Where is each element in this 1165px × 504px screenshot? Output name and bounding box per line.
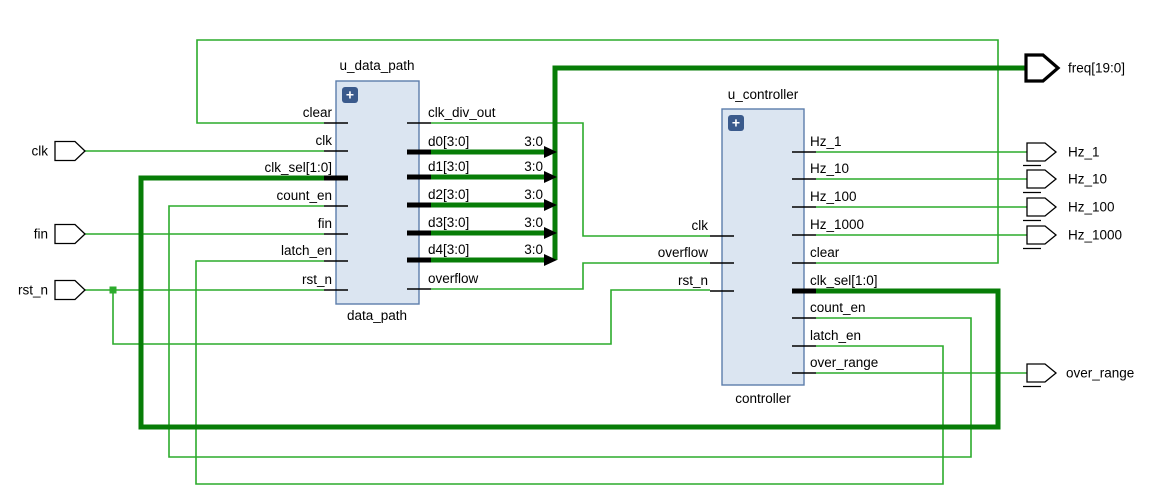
expand-button-data-path[interactable]	[342, 87, 358, 103]
net-overflow[interactable]	[431, 262, 710, 290]
bus-merge-arrow-icon	[544, 199, 557, 211]
pin-label: rst_n	[302, 272, 332, 287]
pin-label: d1[3:0]	[428, 159, 469, 174]
pin-label: over_range	[810, 355, 878, 370]
pin-label: overflow	[658, 245, 709, 260]
block-controller[interactable]	[721, 108, 805, 386]
net-count-en[interactable]	[168, 205, 972, 458]
bus-merge-arrow-icon	[544, 254, 557, 266]
port-label-clk: clk	[32, 144, 49, 159]
pin-label: d2[3:0]	[428, 187, 469, 202]
bus-freq[interactable]	[552, 65, 1026, 260]
pin-label: Hz_10	[810, 161, 849, 176]
pin-label: rst_n	[678, 273, 708, 288]
pin-label: latch_en	[281, 243, 332, 258]
port-clk[interactable]	[54, 140, 86, 162]
bus-width-tag: 3:0	[524, 159, 543, 174]
bus-merge-arrow-icon	[544, 171, 557, 183]
plus-icon: +	[732, 115, 740, 131]
port-rst-n[interactable]	[54, 279, 86, 301]
port-fin[interactable]	[54, 223, 86, 245]
pin-label: count_en	[810, 300, 866, 315]
port-freq[interactable]	[1024, 53, 1061, 83]
bus-width-tag: 3:0	[524, 187, 543, 202]
instance-name-controller: u_controller	[728, 87, 799, 102]
pin-label: d3[3:0]	[428, 215, 469, 230]
net-junction-dot	[109, 286, 117, 294]
port-over-range[interactable]	[1026, 363, 1058, 383]
bus-merge-arrow-icon	[544, 146, 557, 158]
pin-label: clk	[316, 133, 333, 148]
pin-label: Hz_1000	[810, 217, 864, 232]
bus-merge-arrow-icon	[544, 227, 557, 239]
port-label-hz-100: Hz_100	[1068, 200, 1115, 215]
port-hz-1000[interactable]	[1026, 225, 1058, 245]
pin-label: clk_div_out	[428, 105, 496, 120]
pin-label: clk	[692, 218, 709, 233]
port-label-hz-1000: Hz_1000	[1068, 228, 1122, 243]
pin-label: Hz_100	[810, 189, 857, 204]
expand-button-controller[interactable]	[728, 115, 744, 131]
pin-label: d4[3:0]	[428, 242, 469, 257]
net-clear[interactable]	[196, 39, 999, 264]
port-label-fin: fin	[34, 227, 48, 242]
net-latch-en[interactable]	[195, 260, 944, 485]
plus-icon: +	[346, 87, 354, 103]
pin-label: clear	[303, 105, 333, 120]
pin-label: Hz_1	[810, 134, 842, 149]
bus-clk-sel[interactable]	[138, 175, 1001, 430]
port-label-hz-10: Hz_10	[1068, 172, 1107, 187]
port-hz-100[interactable]	[1026, 197, 1058, 217]
port-hz-1[interactable]	[1026, 142, 1058, 162]
instance-name-data-path: u_data_path	[339, 58, 414, 73]
net-rst-n-branch[interactable]	[112, 289, 710, 345]
port-label-hz-1: Hz_1	[1068, 145, 1100, 160]
module-name-controller: controller	[735, 391, 791, 406]
pin-label: count_en	[276, 188, 332, 203]
pin-label: fin	[318, 216, 332, 231]
port-label-rst-n: rst_n	[18, 283, 48, 298]
pin-label: overflow	[428, 271, 479, 286]
pin-label: clk_sel[1:0]	[810, 273, 878, 288]
block-data-path[interactable]	[335, 80, 420, 305]
pin-label: latch_en	[810, 328, 861, 343]
net-clk-div-out[interactable]	[431, 122, 710, 237]
bus-width-tag: 3:0	[524, 242, 543, 257]
port-label-over-range: over_range	[1066, 366, 1134, 381]
pin-label: clk_sel[1:0]	[264, 160, 332, 175]
module-name-data-path: data_path	[347, 308, 407, 323]
port-label-freq: freq[19:0]	[1068, 61, 1125, 76]
bus-width-tag: 3:0	[524, 134, 543, 149]
pin-label: d0[3:0]	[428, 134, 469, 149]
pin-label: clear	[810, 245, 840, 260]
port-hz-10[interactable]	[1026, 169, 1058, 189]
bus-width-tag: 3:0	[524, 215, 543, 230]
